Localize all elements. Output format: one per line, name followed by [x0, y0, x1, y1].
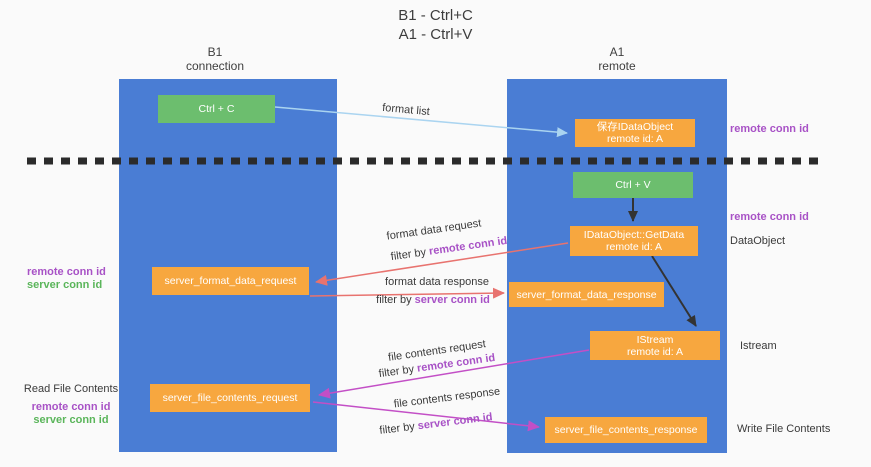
title-line-2: A1 - Ctrl+V: [398, 26, 473, 43]
right-mid-remote-conn-id-label: remote conn id: [730, 211, 809, 223]
diagram-title: B1 - Ctrl+C A1 - Ctrl+V: [0, 6, 871, 44]
write-file-contents-label: Write File Contents: [737, 423, 831, 435]
filter-by-text: filter by: [390, 245, 430, 264]
lifeline-a1-name: A1: [609, 45, 625, 59]
node-istream-line1: IStream: [636, 333, 674, 346]
node-idataobject-getdata-line2: remote id: A: [605, 241, 663, 253]
node-server-file-contents-response: server_file_contents_response: [545, 417, 707, 443]
left-bottom-remote-conn-id-label: remote conn id: [31, 401, 111, 413]
server-conn-id-text: server conn id: [414, 294, 490, 306]
istream-label: Istream: [740, 340, 777, 352]
node-server-format-data-request-label: server_format_data_request: [164, 275, 297, 287]
read-file-contents-label: Read File Contents: [23, 383, 119, 395]
node-server-format-data-response: server_format_data_response: [509, 282, 664, 307]
read-file-contents-block: Read File Contents remote conn id server…: [15, 383, 127, 427]
lifeline-header-a1: A1 remote: [507, 45, 727, 73]
node-istream-line2: remote id: A: [626, 345, 684, 358]
lifeline-header-b1: B1 connection: [110, 45, 320, 73]
dataobject-label: DataObject: [730, 235, 786, 247]
edge-label-format-data-response: format data response: [385, 276, 489, 288]
node-ctrl-c: Ctrl + C: [158, 95, 275, 123]
left-bottom-server-conn-id-label: server conn id: [33, 414, 109, 426]
node-server-format-data-response-label: server_format_data_response: [516, 288, 657, 301]
lifeline-b1-subtitle: connection: [185, 59, 245, 73]
edge-label-format-data-response-filter: filter by server conn id: [376, 294, 490, 306]
node-save-idataobject-line2: remote id: A: [606, 133, 664, 145]
node-server-file-contents-response-label: server_file_contents_response: [554, 424, 698, 436]
node-idataobject-getdata-line1: IDataObject::GetData: [583, 229, 685, 241]
node-ctrl-v-label: Ctrl + V: [615, 179, 651, 191]
remote-conn-id-text: remote conn id: [428, 234, 508, 258]
left-conn-id-labels: remote conn id server conn id: [27, 266, 106, 292]
right-top-remote-conn-id-label: remote conn id: [730, 123, 809, 135]
filter-by-text: filter by: [378, 420, 419, 437]
node-istream: IStream remote id: A: [590, 331, 720, 360]
node-server-file-contents-request: server_file_contents_request: [150, 384, 310, 412]
lifeline-a1-subtitle: remote: [598, 59, 636, 73]
node-save-idataobject-line1: 保存IDataObject: [596, 121, 674, 133]
node-server-file-contents-request-label: server_file_contents_request: [162, 392, 298, 404]
left-remote-conn-id-label: remote conn id: [27, 266, 106, 278]
edge-label-file-contents-response: file contents response: [393, 385, 501, 411]
node-ctrl-v: Ctrl + V: [573, 172, 693, 198]
lifeline-b1-name: B1: [207, 45, 223, 59]
edge-label-format-data-request: format data request: [385, 217, 483, 243]
edge-label-format-list: format list: [381, 101, 431, 119]
edge-label-file-contents-response-filter: filter by server conn id: [379, 411, 493, 437]
node-ctrl-c-label: Ctrl + C: [198, 103, 235, 115]
node-idataobject-getdata: IDataObject::GetData remote id: A: [570, 226, 698, 256]
title-line-1: B1 - Ctrl+C: [398, 7, 473, 24]
filter-by-text: filter by: [378, 362, 418, 381]
filter-by-text: filter by: [376, 294, 415, 306]
server-conn-id-text: server conn id: [417, 411, 494, 433]
left-server-conn-id-label: server conn id: [27, 279, 103, 291]
node-save-idataobject: 保存IDataObject remote id: A: [575, 119, 695, 147]
node-server-format-data-request: server_format_data_request: [152, 267, 309, 295]
